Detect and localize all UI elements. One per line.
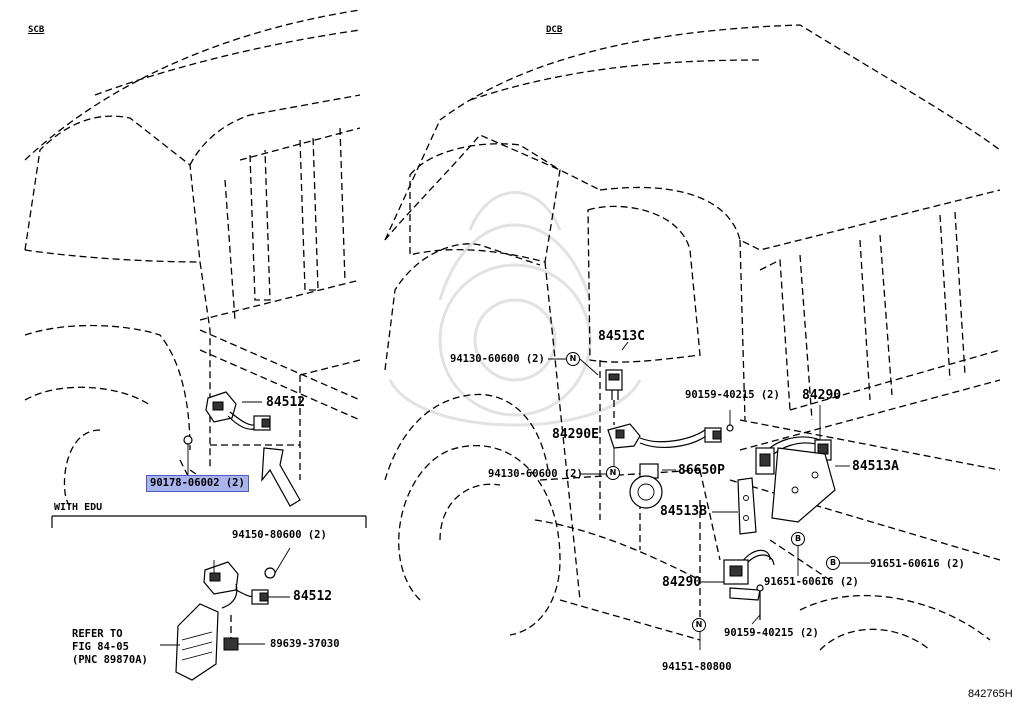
part-label-86650P[interactable]: 86650P: [678, 463, 725, 478]
part-label-84290E[interactable]: 84290E: [552, 427, 599, 442]
part-label-90159-40215-bottom[interactable]: 90159-40215 (2): [724, 627, 819, 639]
part-label-94130-60600-mid[interactable]: 94130-60600 (2): [488, 468, 583, 480]
right-vehicle-outline: [384, 24, 1001, 651]
part-label-84290-bottom[interactable]: 84290: [662, 575, 702, 590]
marker-n-mid: N: [606, 466, 620, 480]
marker-b-right: B: [826, 556, 840, 570]
part-label-84512-left[interactable]: 84512: [266, 395, 306, 410]
part-label-91651-60616-right[interactable]: 91651-60616 (2): [870, 558, 965, 570]
part-label-94150-80600[interactable]: 94150-80600 (2): [232, 529, 327, 541]
refer-note: REFER TO FIG 84-05 (PNC 89870A): [72, 628, 148, 667]
part-label-84513B[interactable]: 84513B: [660, 504, 707, 519]
part-label-90159-40215-top[interactable]: 90159-40215 (2): [685, 389, 780, 401]
edu-assembly: [160, 547, 291, 681]
marker-n-top: N: [566, 352, 580, 366]
part-label-84513C[interactable]: 84513C: [598, 329, 645, 344]
part-label-91651-60616-mid[interactable]: 91651-60616 (2): [764, 576, 859, 588]
refer-note-line-2[interactable]: FIG 84-05: [72, 641, 129, 654]
refer-note-line-3[interactable]: (PNC 89870A): [72, 654, 148, 667]
part-label-89639-37030[interactable]: 89639-37030: [270, 638, 340, 650]
refer-note-line-1: REFER TO: [72, 628, 123, 640]
figure-code: 842765H: [968, 688, 1013, 700]
marker-b-mid: B: [791, 532, 805, 546]
part-label-84290-top[interactable]: 84290: [802, 388, 842, 403]
left-view-label: SCB: [28, 25, 45, 35]
with-edu-label: WITH EDU: [54, 502, 103, 513]
left-sensor-assembly: [183, 391, 271, 481]
part-label-94151-80800[interactable]: 94151-80800: [662, 661, 732, 673]
part-label-94130-60600-top[interactable]: 94130-60600 (2): [450, 353, 545, 365]
left-vehicle-outline: [24, 9, 361, 506]
right-harness-assembly: [548, 341, 870, 650]
left-arrow: [261, 447, 301, 507]
part-label-84512-edu[interactable]: 84512: [293, 589, 333, 604]
watermark-emblem: [388, 191, 642, 427]
part-label-84513A[interactable]: 84513A: [852, 459, 899, 474]
with-edu-bracket: [51, 515, 367, 528]
marker-n-bottom: N: [692, 618, 706, 632]
part-label-90178-06002-highlighted[interactable]: 90178-06002 (2): [146, 475, 249, 492]
right-view-label: DCB: [546, 25, 563, 35]
